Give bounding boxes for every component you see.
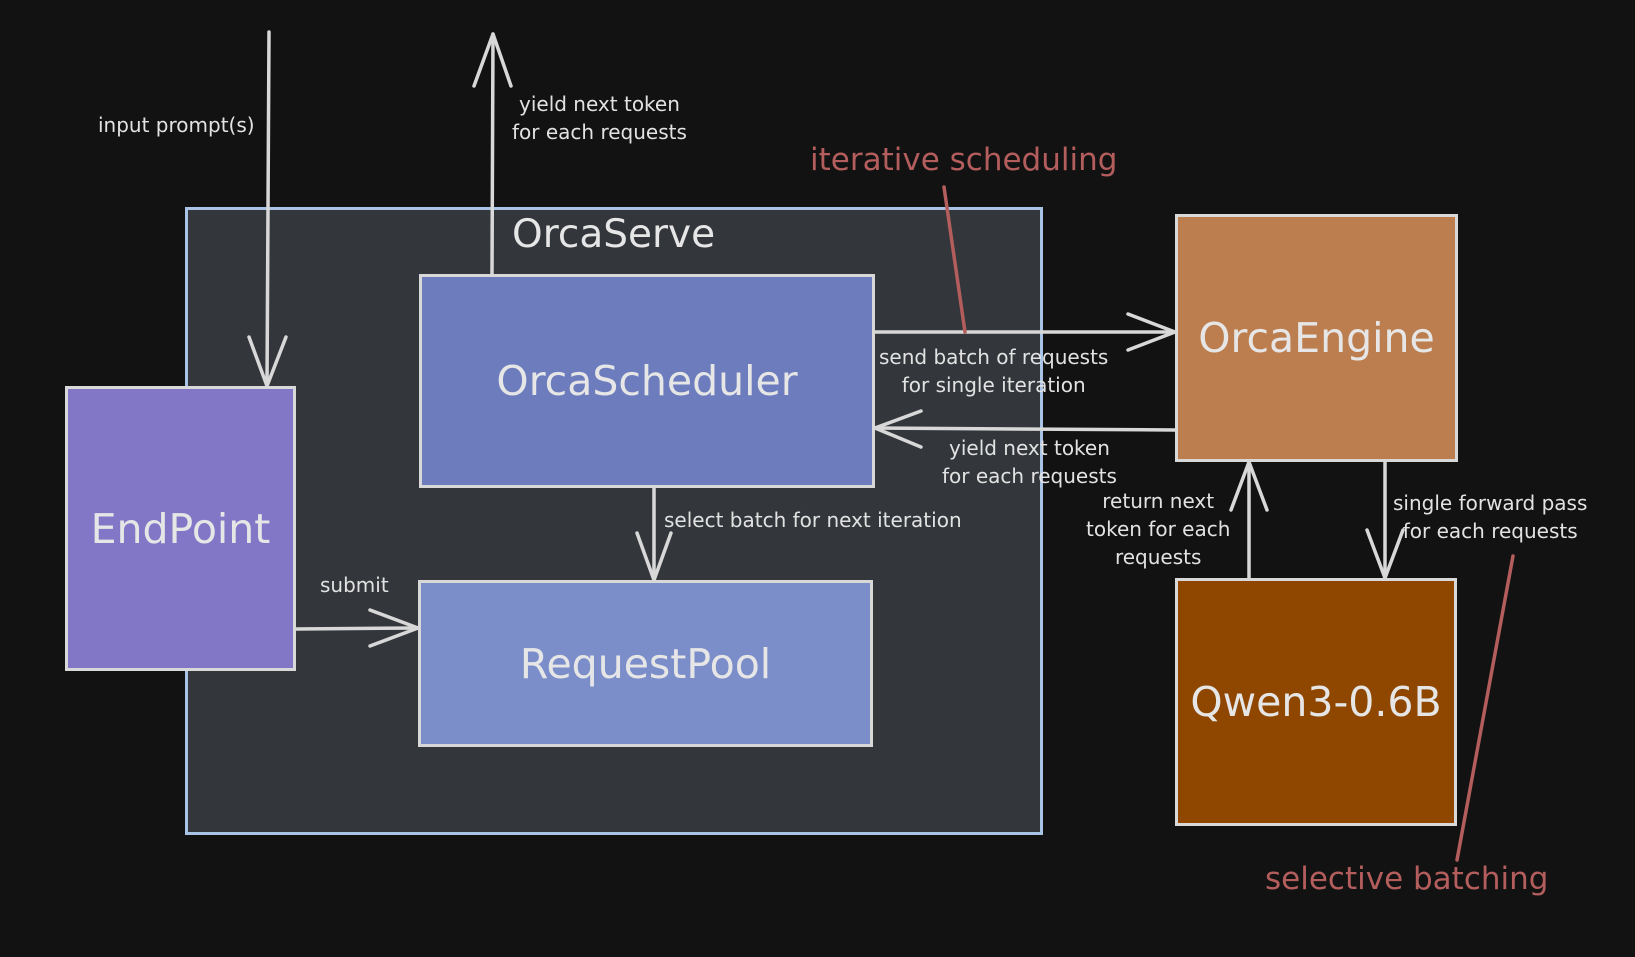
request-pool-label: RequestPool — [519, 639, 772, 688]
selective-batching-pointer — [1455, 554, 1515, 862]
input-prompts-label: input prompt(s) — [98, 111, 255, 139]
select-batch-text: select batch for next iteration — [664, 508, 962, 532]
orca-scheduler-label: OrcaScheduler — [496, 357, 798, 405]
yield-out-line-1: yield next token — [519, 92, 680, 116]
submit-arrowhead — [368, 608, 420, 648]
select-batch-label: select batch for next iteration — [664, 506, 962, 534]
return-token-label: return next token for each requests — [1086, 487, 1230, 571]
forward-pass-line-2: for each requests — [1402, 519, 1578, 543]
forward-pass-label: single forward pass for each requests — [1393, 489, 1587, 545]
yield-out-arrowhead — [472, 32, 513, 88]
orcaserve-title: OrcaServe — [512, 212, 716, 257]
selective-batching-annotation: selective batching — [1265, 861, 1549, 897]
yield-back-arrowhead — [873, 409, 923, 449]
send-batch-line-1: send batch of requests — [879, 345, 1109, 369]
input-prompts-text: input prompt(s) — [98, 113, 255, 137]
yield-out-arrow — [490, 32, 495, 276]
submit-arrow — [294, 626, 420, 631]
input-arrowhead — [247, 335, 288, 388]
forward-pass-line-1: single forward pass — [1393, 491, 1588, 515]
return-token-line-2: token for each — [1086, 517, 1231, 541]
return-token-line-3: requests — [1114, 545, 1202, 569]
orca-engine-node: OrcaEngine — [1175, 214, 1458, 462]
orca-scheduler-node: OrcaScheduler — [419, 274, 875, 488]
yield-back-arrow — [873, 426, 1177, 432]
send-batch-line-2: for single iteration — [901, 373, 1086, 397]
iterative-scheduling-annotation: iterative scheduling — [810, 142, 1118, 178]
return-token-arrowhead — [1229, 460, 1269, 512]
endpoint-label: EndPoint — [90, 504, 271, 553]
input-arrow — [265, 30, 271, 388]
yield-back-label: yield next token for each requests — [942, 434, 1117, 490]
endpoint-node: EndPoint — [65, 386, 296, 671]
yield-out-label: yield next token for each requests — [512, 90, 687, 146]
yield-out-line-2: for each requests — [512, 120, 687, 144]
yield-back-line-1: yield next token — [949, 436, 1110, 460]
return-token-line-1: return next — [1102, 489, 1215, 513]
yield-back-line-2: for each requests — [942, 464, 1117, 488]
send-batch-arrowhead — [1126, 312, 1177, 352]
submit-label: submit — [320, 571, 389, 599]
select-batch-arrowhead — [635, 531, 673, 582]
orca-engine-label: OrcaEngine — [1198, 314, 1435, 362]
forward-pass-arrowhead — [1365, 528, 1405, 580]
request-pool-node: RequestPool — [418, 580, 873, 747]
qwen-model-node: Qwen3-0.6B — [1175, 578, 1457, 826]
iterative-scheduling-pointer — [942, 185, 967, 334]
qwen-model-label: Qwen3-0.6B — [1190, 678, 1442, 726]
send-batch-label: send batch of requests for single iterat… — [879, 343, 1108, 399]
submit-text: submit — [320, 573, 389, 597]
